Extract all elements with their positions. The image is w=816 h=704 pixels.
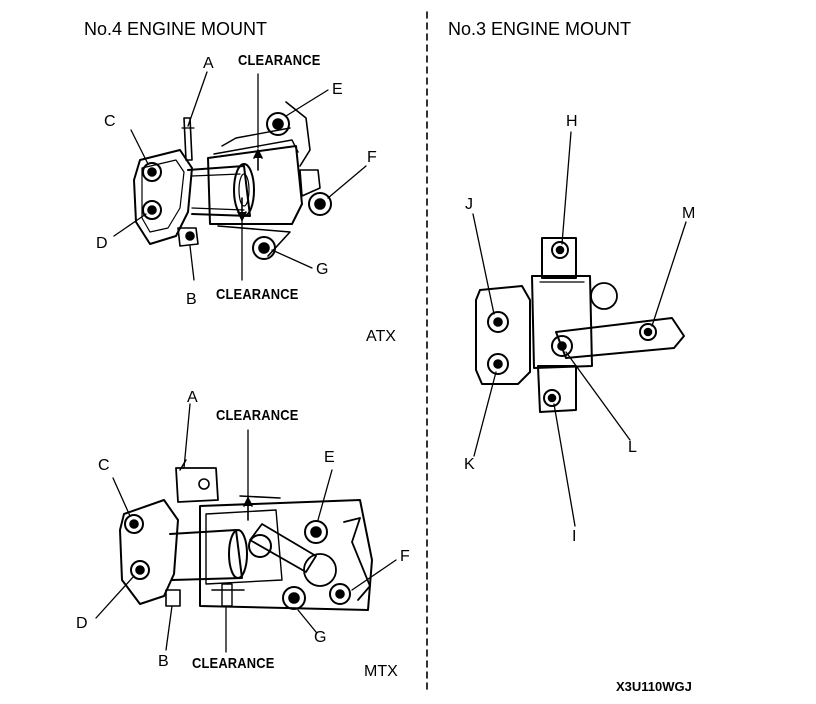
no3-label-l: L xyxy=(628,439,637,456)
mtx-label-a: A xyxy=(187,389,198,406)
bolt-m xyxy=(639,323,657,341)
atx-clearance-top-label: CLEARANCE xyxy=(238,52,321,69)
bolt-c-atx xyxy=(142,162,162,182)
mtx-label-c: C xyxy=(98,457,110,474)
bolt-c-mtx xyxy=(124,514,144,534)
mtx-variant-label: MTX xyxy=(364,663,398,680)
bolt-f-atx xyxy=(308,192,332,216)
atx-label-f: F xyxy=(367,149,377,166)
bolt-j xyxy=(487,311,509,333)
mtx-label-g: G xyxy=(314,629,327,646)
no3-label-h: H xyxy=(566,113,578,130)
bolt-e-mtx xyxy=(304,520,328,544)
atx-clearance-bottom-label: CLEARANCE xyxy=(216,286,299,303)
mtx-clearance-bottom-label: CLEARANCE xyxy=(192,655,275,672)
bolt-h xyxy=(551,241,569,259)
atx-label-d: D xyxy=(96,235,108,252)
no4-mount-title: No.4 ENGINE MOUNT xyxy=(84,19,268,39)
atx-label-g: G xyxy=(316,261,329,278)
atx-mount-drawing xyxy=(113,71,367,281)
bolt-g-atx xyxy=(252,236,276,260)
figure-code: X3U110WGJ xyxy=(616,679,692,694)
no3-mount-title: No.3 ENGINE MOUNT xyxy=(448,19,632,39)
mtx-label-d: D xyxy=(76,615,88,632)
bolt-e-atx xyxy=(266,112,290,136)
atx-label-c: C xyxy=(104,113,116,130)
mtx-clearance-top-label: CLEARANCE xyxy=(216,407,299,424)
mtx-mount-drawing xyxy=(95,403,397,653)
no3-label-k: K xyxy=(464,456,475,473)
bolt-k xyxy=(487,353,509,375)
mtx-label-b: B xyxy=(158,653,169,670)
no3-label-i: I xyxy=(572,528,577,545)
atx-label-a: A xyxy=(203,55,214,72)
no3-label-m: M xyxy=(682,205,696,222)
bolt-d-atx xyxy=(142,200,162,220)
bolt-i xyxy=(543,389,561,407)
bolt-d-mtx xyxy=(130,560,150,580)
atx-label-b: B xyxy=(186,291,197,308)
atx-label-e: E xyxy=(332,81,343,98)
bolt-f-mtx xyxy=(329,583,351,605)
bolt-l xyxy=(551,335,573,357)
bolt-g-mtx xyxy=(282,586,306,610)
mtx-label-f: F xyxy=(400,548,410,565)
atx-variant-label: ATX xyxy=(366,328,396,345)
mtx-label-e: E xyxy=(324,449,335,466)
no3-label-j: J xyxy=(465,196,473,213)
no3-mount-drawing xyxy=(472,131,687,527)
